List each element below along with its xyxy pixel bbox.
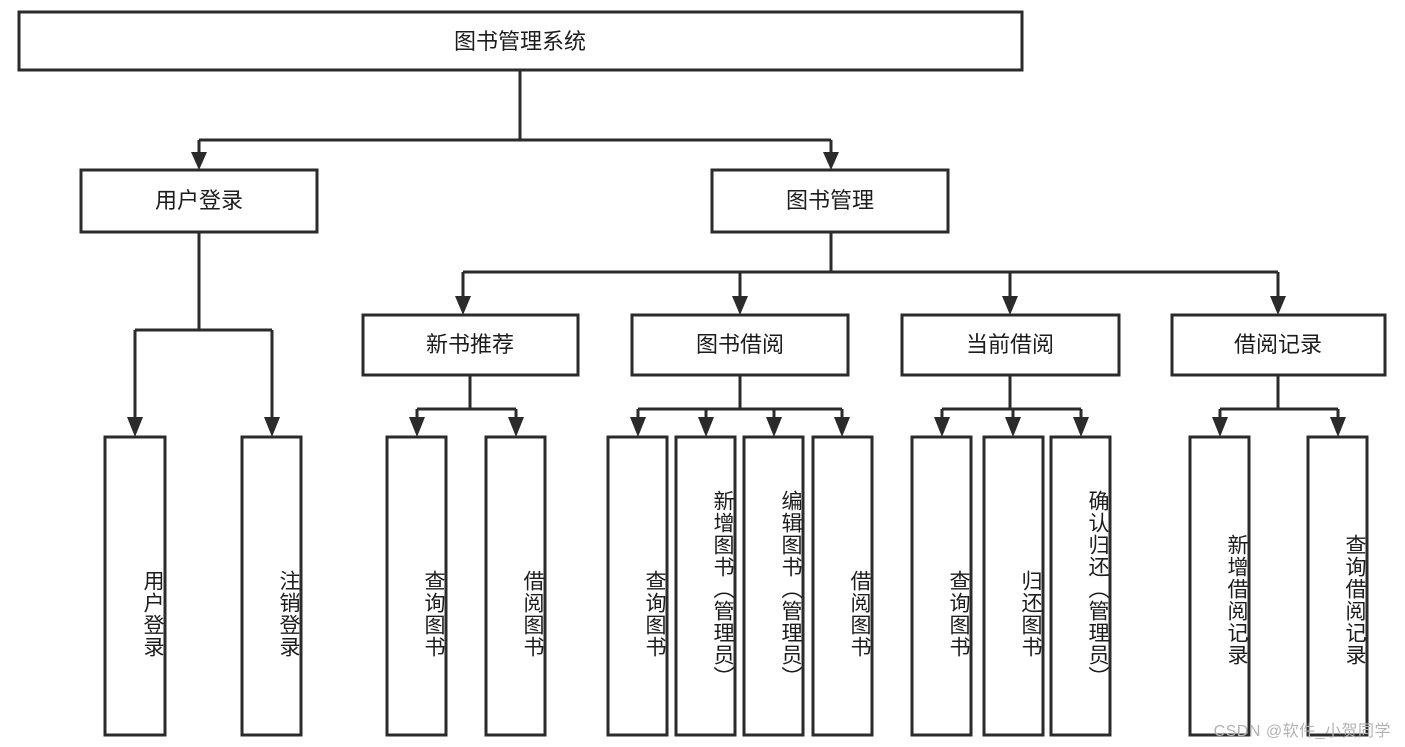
- nodes-group: 图书管理系统 用户登录 图书管理 新书推荐 图书借阅 当前借阅 借阅记录: [17, 10, 1387, 737]
- node-book-manage-label: 图书管理: [786, 188, 874, 213]
- arrow-head-new-book-rec: [455, 296, 471, 315]
- node-current-borrow[interactable]: [900, 313, 1121, 377]
- node-leaf-add-record[interactable]: [1188, 435, 1251, 737]
- node-leaf-user-login[interactable]: [103, 435, 167, 737]
- arrow-head-book-borrow: [732, 296, 748, 315]
- node-user-login-label: 用户登录: [155, 188, 243, 213]
- node-book-borrow[interactable]: [630, 313, 850, 377]
- node-leaf-logout[interactable]: [240, 435, 303, 737]
- node-borrow-record[interactable]: [1170, 313, 1387, 377]
- arrow-head-leaf-logout: [264, 417, 280, 437]
- arrow-head-leaf-return-book: [1005, 417, 1021, 437]
- node-leaf-edit-book[interactable]: [742, 435, 805, 737]
- node-user-login[interactable]: [79, 168, 319, 234]
- node-leaf-query-book-1[interactable]: [385, 435, 448, 737]
- arrow-head-leaf-confirm-return: [1073, 417, 1089, 437]
- node-leaf-borrow-book-2[interactable]: [811, 435, 874, 737]
- arrow-head-leaf-edit-book: [766, 417, 782, 437]
- node-current-borrow-label: 当前借阅: [966, 332, 1054, 357]
- node-leaf-query-book-2[interactable]: [606, 435, 669, 737]
- node-leaf-confirm-return[interactable]: [1049, 435, 1112, 737]
- node-borrow-record-label: 借阅记录: [1234, 332, 1322, 357]
- arrow-head-leaf-add-book: [698, 417, 714, 437]
- arrow-head-leaf-user-login: [127, 417, 143, 437]
- arrow-head-leaf-borrow-book-2: [834, 417, 850, 437]
- node-leaf-borrow-book-1[interactable]: [484, 435, 547, 737]
- csdn-watermark: CSDN @软件_小贺同学: [1213, 723, 1391, 740]
- arrow-head-leaf-query-book-1: [409, 417, 425, 437]
- arrow-head-book-manage: [823, 152, 839, 170]
- node-leaf-query-record[interactable]: [1306, 435, 1369, 737]
- arrow-head-borrow-record: [1270, 296, 1286, 315]
- node-new-book-rec-label: 新书推荐: [426, 332, 514, 357]
- connectors-group: [127, 70, 1346, 437]
- node-leaf-return-book[interactable]: [982, 435, 1045, 737]
- node-book-borrow-label: 图书借阅: [696, 332, 784, 357]
- node-new-book-rec[interactable]: [361, 313, 580, 377]
- node-book-manage[interactable]: [710, 168, 950, 234]
- node-leaf-query-book-3[interactable]: [910, 435, 973, 737]
- arrow-head-leaf-add-record: [1212, 417, 1228, 437]
- node-root-label: 图书管理系统: [454, 29, 586, 54]
- arrow-head-current-borrow: [1002, 296, 1018, 315]
- arrow-head-user-login: [191, 152, 207, 170]
- arrow-head-leaf-query-book-3: [934, 417, 950, 437]
- arrow-head-leaf-borrow-book-1: [508, 417, 524, 437]
- arrow-head-leaf-query-record: [1330, 417, 1346, 437]
- arrow-head-leaf-query-book-2: [630, 417, 646, 437]
- node-root[interactable]: [17, 10, 1024, 72]
- node-leaf-add-book[interactable]: [674, 435, 737, 737]
